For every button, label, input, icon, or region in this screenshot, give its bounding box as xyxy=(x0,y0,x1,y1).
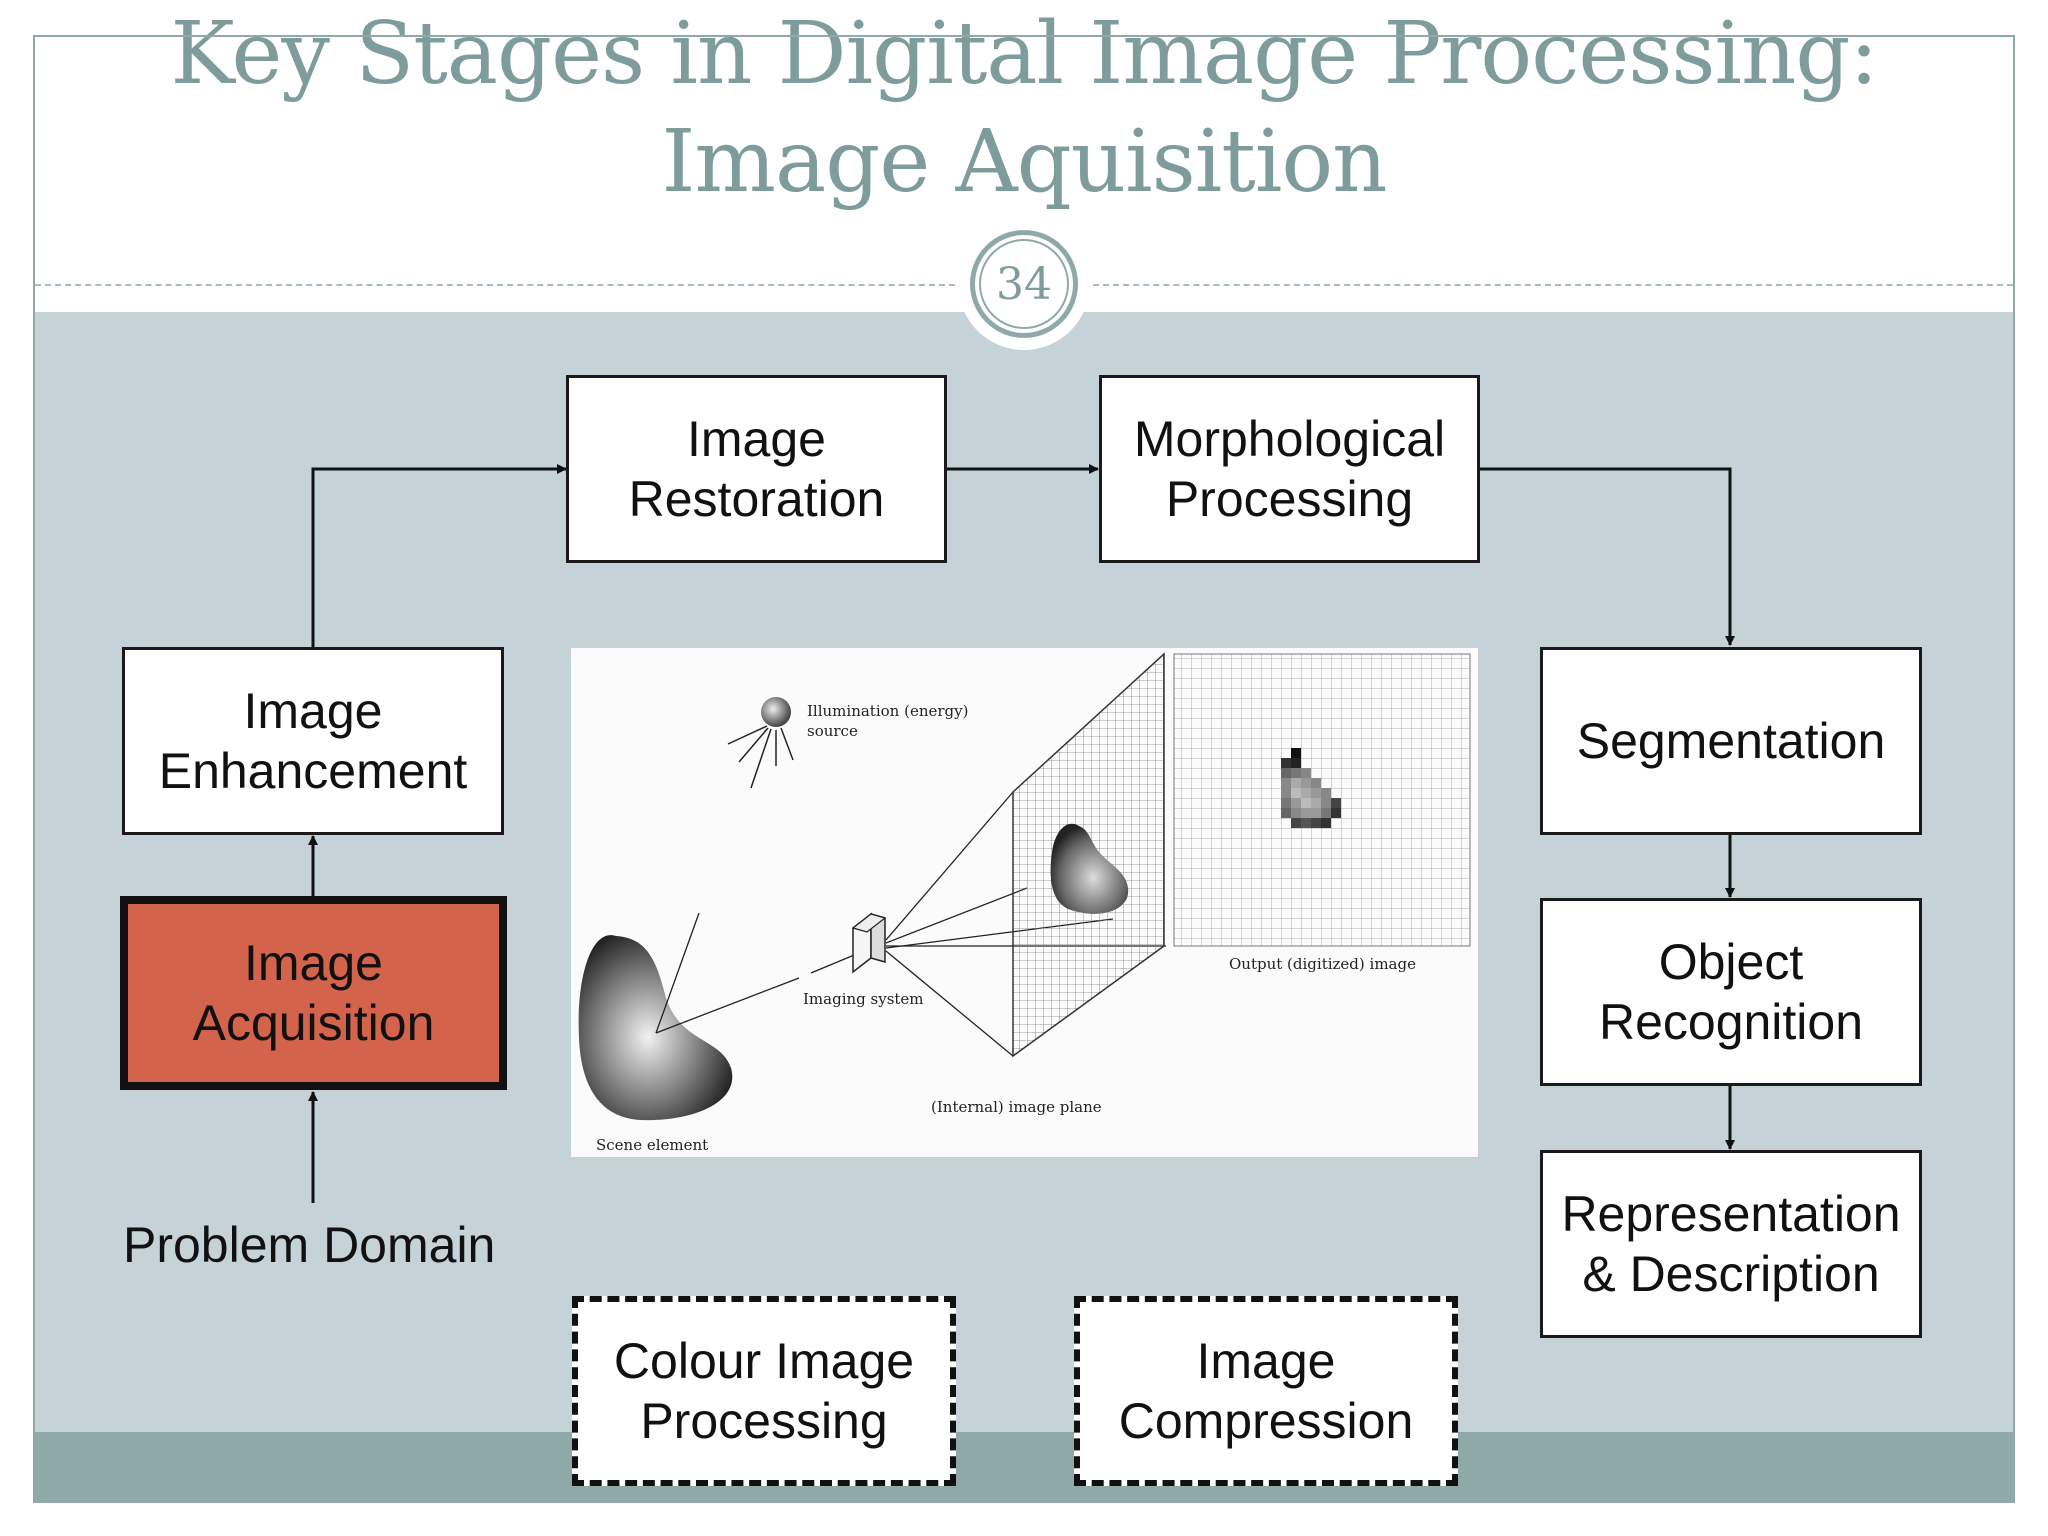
stage-image-compression: Image Compression xyxy=(1074,1296,1458,1486)
bottom-band xyxy=(35,1432,2013,1502)
stage-image-acquisition: Image Acquisition xyxy=(120,896,507,1090)
stage-colour-image-processing: Colour Image Processing xyxy=(572,1296,956,1486)
arrow-morphological-to-segmentation xyxy=(1479,467,1735,646)
illumination-label-line-1: Illumination (energy) xyxy=(807,702,968,720)
header-divider-left xyxy=(35,284,955,286)
image-acquisition-figure: Illumination (energy) source Scene eleme… xyxy=(571,648,1478,1157)
stage-segmentation: Segmentation xyxy=(1540,647,1922,835)
slide-number: 34 xyxy=(979,239,1069,329)
arrow-enhancement-to-restoration xyxy=(311,464,567,648)
stage-image-restoration: Image Restoration xyxy=(566,375,947,563)
slide-title-line-1: Key Stages in Digital Image Processing: xyxy=(170,4,1879,104)
scene-element xyxy=(578,935,733,1121)
slide-title-line-2: Image Aquisition xyxy=(661,112,1388,212)
slide-title: Key Stages in Digital Image Processing: … xyxy=(40,0,2008,216)
image-plane-label: (Internal) image plane xyxy=(931,1098,1102,1116)
stage-morphological-processing: Morphological Processing xyxy=(1099,375,1480,563)
imaging-system xyxy=(851,912,887,974)
problem-domain-label: Problem Domain xyxy=(123,1217,496,1273)
internal-image-plane xyxy=(1012,652,1165,1058)
slide-frame xyxy=(33,35,2015,1503)
stage-representation-description: Representation & Description xyxy=(1540,1150,1922,1338)
illumination-source xyxy=(727,697,794,789)
header-divider-right xyxy=(1093,284,2013,286)
output-digitized-image xyxy=(1173,653,1471,947)
acquisition-illustration: Illumination (energy) source Scene eleme… xyxy=(578,652,1471,1154)
imaging-system-label: Imaging system xyxy=(803,990,924,1008)
output-image-label: Output (digitized) image xyxy=(1229,955,1416,973)
illumination-label-line-2: source xyxy=(807,722,858,740)
scene-element-label: Scene element xyxy=(596,1136,708,1154)
stage-object-recognition: Object Recognition xyxy=(1540,898,1922,1086)
stage-image-enhancement: Image Enhancement xyxy=(122,647,504,835)
